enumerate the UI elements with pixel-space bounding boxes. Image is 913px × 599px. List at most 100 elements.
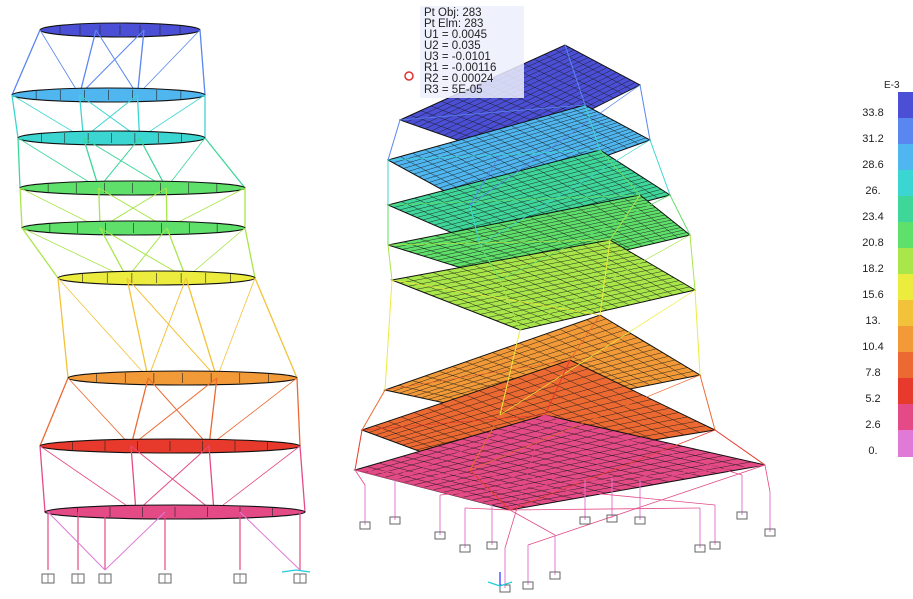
- legend-swatch: [898, 248, 913, 275]
- selected-point-marker[interactable]: [404, 71, 414, 81]
- frame-line: [216, 277, 256, 379]
- frame-line: [99, 227, 187, 279]
- frame-line: [555, 249, 652, 301]
- frame-line: [521, 421, 734, 471]
- legend-label: 13.: [865, 315, 881, 327]
- frame-line: [254, 277, 298, 379]
- frame-line: [461, 438, 654, 485]
- frame-line: [138, 137, 167, 189]
- support-icon: [499, 584, 511, 593]
- frame-line: [39, 377, 69, 447]
- frame-line: [543, 368, 685, 436]
- frame-line: [559, 328, 663, 383]
- frame-line: [387, 194, 641, 206]
- support-icon: [709, 541, 721, 550]
- frame-line: [586, 319, 688, 378]
- frame-line: [455, 264, 653, 306]
- axis-triad-icon: [281, 569, 513, 587]
- frame-line: [544, 414, 613, 479]
- legend-label: 31.2: [862, 133, 884, 145]
- frame-line: [504, 414, 546, 549]
- frame-line: [57, 277, 69, 379]
- support-icon: [579, 516, 591, 525]
- frame-line: [639, 464, 766, 481]
- frame-line: [208, 377, 298, 447]
- support-icon: [434, 531, 446, 540]
- support-icon: [549, 571, 561, 580]
- frame-line: [532, 338, 638, 388]
- frame-line: [499, 329, 521, 416]
- legend-swatch: [898, 378, 913, 405]
- frame-line: [509, 429, 716, 511]
- frame-line: [147, 277, 187, 379]
- support-icon: [486, 541, 498, 550]
- legend-label: 7.8: [865, 367, 881, 379]
- frame-line: [39, 445, 137, 513]
- frame-line: [546, 333, 651, 386]
- frame-line: [449, 64, 603, 138]
- frame-line: [479, 139, 651, 246]
- support-icons: [41, 511, 776, 593]
- frame-line: [21, 227, 128, 279]
- frame-line: [584, 104, 601, 151]
- legend-label: 0.: [868, 445, 878, 457]
- 3d-view-deformed-frame: [353, 44, 771, 588]
- frame-line: [479, 244, 501, 281]
- frame-line: [699, 374, 716, 431]
- frame-line: [609, 194, 641, 241]
- frame-line: [669, 194, 691, 236]
- frame-line: [244, 227, 256, 279]
- frame-line: [596, 242, 685, 293]
- legend-swatch: [898, 170, 913, 197]
- u2-text: U2 = 0.035: [424, 40, 481, 52]
- frame-line: [361, 414, 546, 431]
- frame-line: [135, 445, 210, 513]
- frame-line: [485, 431, 686, 480]
- legend-swatch: [898, 144, 913, 171]
- legend-swatch: [898, 404, 913, 431]
- r2-text: R2 = 0.00024: [424, 73, 494, 85]
- frame-line: [569, 247, 663, 298]
- frame-line: [296, 377, 301, 447]
- frame-line: [442, 442, 669, 493]
- frame-line: [384, 279, 393, 391]
- frame-line: [471, 271, 664, 312]
- support-icon: [359, 521, 371, 530]
- legend-label: 15.6: [862, 289, 884, 301]
- frame-line: [439, 464, 766, 496]
- frame-line: [499, 194, 671, 281]
- frame-line: [104, 511, 166, 571]
- frame-line: [199, 29, 206, 96]
- frame-line: [528, 254, 630, 306]
- frame-line: [544, 54, 623, 94]
- frame-line: [456, 67, 608, 140]
- frame-line: [517, 377, 654, 441]
- frame-line: [213, 445, 301, 513]
- frame-line: [608, 201, 667, 241]
- frame-line: [239, 511, 301, 571]
- frame-line: [544, 414, 743, 476]
- frame-line: [554, 49, 632, 90]
- legend-swatch: [898, 118, 913, 145]
- frame-line: [439, 126, 626, 189]
- frame-line: [462, 69, 612, 143]
- r3-text: R3 = 5E-05: [424, 84, 483, 96]
- frame-line: [433, 172, 636, 226]
- legend-swatch: [898, 430, 913, 457]
- frame-line: [556, 364, 700, 433]
- legend-label: 33.8: [862, 107, 884, 119]
- frame-line: [384, 359, 571, 391]
- frame-line: [530, 372, 670, 438]
- frame-line: [464, 507, 511, 511]
- frame-line: [78, 29, 97, 96]
- pt-obj-text: Pt Obj: 283: [424, 7, 482, 19]
- frame-line: [299, 445, 306, 513]
- frame-line: [573, 156, 647, 202]
- frame-line: [499, 289, 696, 416]
- frame-line: [11, 94, 19, 139]
- frame-line: [533, 58, 614, 99]
- u1-text: U1 = 0.0045: [424, 29, 487, 41]
- frame-line: [500, 461, 752, 508]
- frame-line: [79, 29, 145, 96]
